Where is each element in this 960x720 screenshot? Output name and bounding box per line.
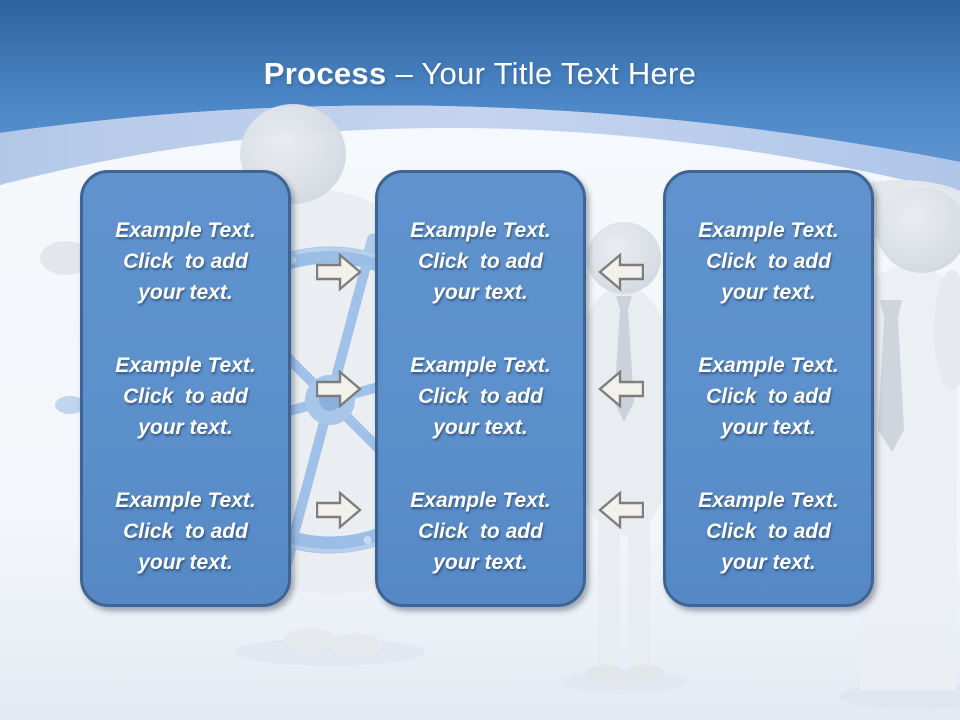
figure-tie xyxy=(878,300,904,452)
figure-arm xyxy=(934,270,960,390)
text-placeholder[interactable]: Example Text. Click to add your text. xyxy=(698,489,839,574)
process-box-left[interactable]: Example Text. Click to add your text. Ex… xyxy=(80,170,291,607)
figure-leg xyxy=(598,510,620,672)
figure-foot xyxy=(625,665,665,683)
slide-title: Process– Your Title Text Here xyxy=(0,54,960,94)
arrow-left-icon xyxy=(598,370,644,408)
arrow-right-icon xyxy=(316,491,362,529)
text-placeholder[interactable]: Example Text. Click to add your text. xyxy=(410,219,551,304)
text-placeholder[interactable]: Example Text. Click to add your text. xyxy=(410,489,551,574)
figure-foot xyxy=(330,633,382,657)
process-box-right[interactable]: Example Text. Click to add your text. Ex… xyxy=(663,170,874,607)
text-placeholder[interactable]: Example Text. Click to add your text. xyxy=(115,354,256,439)
figure-head xyxy=(877,187,960,273)
text-placeholder[interactable]: Example Text. Click to add your text. xyxy=(410,354,551,439)
arrow-right-icon xyxy=(316,253,362,291)
process-box-middle[interactable]: Example Text. Click to add your text. Ex… xyxy=(375,170,586,607)
text-placeholder[interactable]: Example Text. Click to add your text. xyxy=(115,219,256,304)
title-keyword: Process xyxy=(263,56,387,91)
figure-foot xyxy=(284,628,336,652)
arrow-left-icon xyxy=(598,253,644,291)
figure-leg xyxy=(878,530,906,690)
floor-shadow xyxy=(562,670,686,694)
figure-leg xyxy=(922,530,950,690)
floor-shadow xyxy=(840,683,960,709)
figure-foot xyxy=(585,665,625,683)
arrow-left-icon xyxy=(598,491,644,529)
floor-shadow xyxy=(235,638,425,666)
arrow-right-icon xyxy=(316,370,362,408)
text-placeholder[interactable]: Example Text. Click to add your text. xyxy=(698,219,839,304)
title-subtitle: – Your Title Text Here xyxy=(395,56,697,91)
text-placeholder[interactable]: Example Text. Click to add your text. xyxy=(698,354,839,439)
figure-leg xyxy=(628,510,650,672)
text-placeholder[interactable]: Example Text. Click to add your text. xyxy=(115,489,256,574)
